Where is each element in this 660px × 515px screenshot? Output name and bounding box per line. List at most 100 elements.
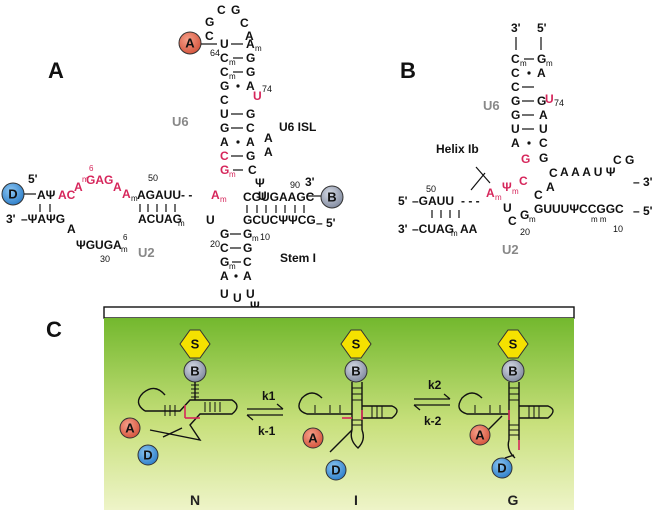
svg-text:A: A (511, 136, 520, 150)
svg-text:m: m (451, 229, 458, 238)
svg-text:A: A (211, 188, 220, 202)
stem-i-label: Stem I (280, 251, 316, 265)
svg-text:A: A (264, 145, 273, 159)
svg-text:– 5': – 5' (316, 216, 336, 230)
panel-label-c: C (46, 317, 62, 342)
svg-text:C: C (508, 214, 517, 228)
svg-text:C: C (534, 188, 543, 202)
svg-text:Ψ: Ψ (255, 176, 265, 190)
svg-text:m: m (229, 170, 236, 179)
svg-text:G: G (220, 227, 229, 241)
u6-3prime-strand: CGUGAAGC U GCUCΨΨCG – 5' (206, 190, 336, 230)
svg-text:– 3': – 3' (633, 175, 653, 189)
svg-text:m: m (546, 59, 553, 68)
svg-text:A: A (486, 186, 495, 200)
svg-text:m: m (82, 175, 89, 184)
svg-text:C: C (246, 121, 255, 135)
svg-text:D: D (497, 461, 506, 476)
svg-text:A: A (539, 108, 548, 122)
svg-text:C: C (511, 52, 520, 66)
panel-label-b: B (400, 58, 416, 83)
svg-text:A: A (546, 180, 555, 194)
acceptor-label: A (185, 36, 195, 51)
num-50-b: 50 (426, 184, 436, 194)
svg-text:U: U (246, 287, 255, 301)
svg-text:U: U (206, 213, 215, 227)
svg-text:G: G (220, 163, 229, 177)
svg-text:U: U (258, 189, 267, 203)
state-i-molecule: S B A D (298, 329, 398, 481)
svg-text:C: C (220, 241, 229, 255)
svg-text:G: G (511, 94, 520, 108)
svg-text:A: A (475, 428, 485, 443)
svg-text:C: C (511, 80, 520, 94)
svg-text:CGUGAAGC: CGUGAAGC (243, 190, 315, 204)
svg-text:5': 5' (398, 194, 408, 208)
svg-text:S: S (352, 337, 361, 352)
pair-ticks-right (246, 205, 305, 213)
num-20: 20 (210, 239, 220, 249)
svg-text:A: A (537, 66, 546, 80)
state-i-label: I (354, 492, 358, 508)
svg-text:G: G (246, 65, 255, 79)
svg-text:AC: AC (58, 188, 76, 202)
num-30: 30 (100, 254, 110, 264)
svg-text:m: m (512, 187, 519, 196)
panel-label-a: A (48, 58, 64, 83)
num-50: 50 (148, 173, 158, 183)
donor-label: D (8, 187, 17, 202)
svg-text:B: B (508, 364, 517, 379)
svg-text:C: C (243, 255, 252, 269)
biotin-label: B (327, 190, 336, 205)
svg-text:GCUCΨΨCG: GCUCΨΨCG (243, 213, 316, 227)
svg-text:A: A (246, 135, 255, 149)
svg-text:m: m (178, 219, 185, 228)
svg-text:G: G (220, 79, 229, 93)
num-90: 90 (290, 180, 300, 190)
num-64: 64 (210, 48, 220, 58)
svg-text:C G: C G (613, 153, 634, 167)
svg-text:–CUAG: –CUAG (412, 222, 454, 236)
svg-text:G: G (537, 94, 546, 108)
state-n-label: N (190, 492, 200, 508)
svg-text:G: G (246, 149, 255, 163)
svg-text:AGAUU: AGAUU (137, 188, 181, 202)
svg-text:D: D (331, 463, 340, 478)
svg-text:G: G (220, 255, 229, 269)
svg-text:- -: - - (181, 188, 192, 202)
svg-text:G: G (539, 151, 548, 165)
num-20-b: 20 (520, 227, 530, 237)
svg-text:A: A (220, 269, 229, 283)
svg-text:C: C (539, 136, 548, 150)
equilibrium-arrows-1: k1 k-1 (246, 389, 284, 438)
num-10-b: 10 (613, 224, 623, 234)
svg-text:m: m (495, 193, 502, 202)
svg-text:A: A (220, 135, 229, 149)
svg-text:S: S (191, 337, 200, 352)
svg-text:U: U (220, 37, 229, 51)
u2-label-a: U2 (138, 245, 155, 260)
svg-text:m: m (255, 44, 262, 53)
svg-text:m: m (229, 262, 236, 271)
svg-text:D: D (143, 448, 152, 463)
svg-text:U: U (511, 122, 520, 136)
svg-text:A: A (125, 421, 135, 436)
svg-text:B: B (351, 364, 360, 379)
svg-text:C: C (240, 16, 249, 30)
svg-text:C: C (549, 166, 558, 180)
num-10: 10 (260, 232, 270, 242)
state-g-label: G (508, 492, 519, 508)
svg-text:k-1: k-1 (258, 424, 276, 438)
svg-text:A: A (113, 180, 122, 194)
svg-text:3': 3' (6, 212, 16, 226)
svg-text:U: U (545, 92, 554, 106)
svg-text:C: C (519, 174, 528, 188)
